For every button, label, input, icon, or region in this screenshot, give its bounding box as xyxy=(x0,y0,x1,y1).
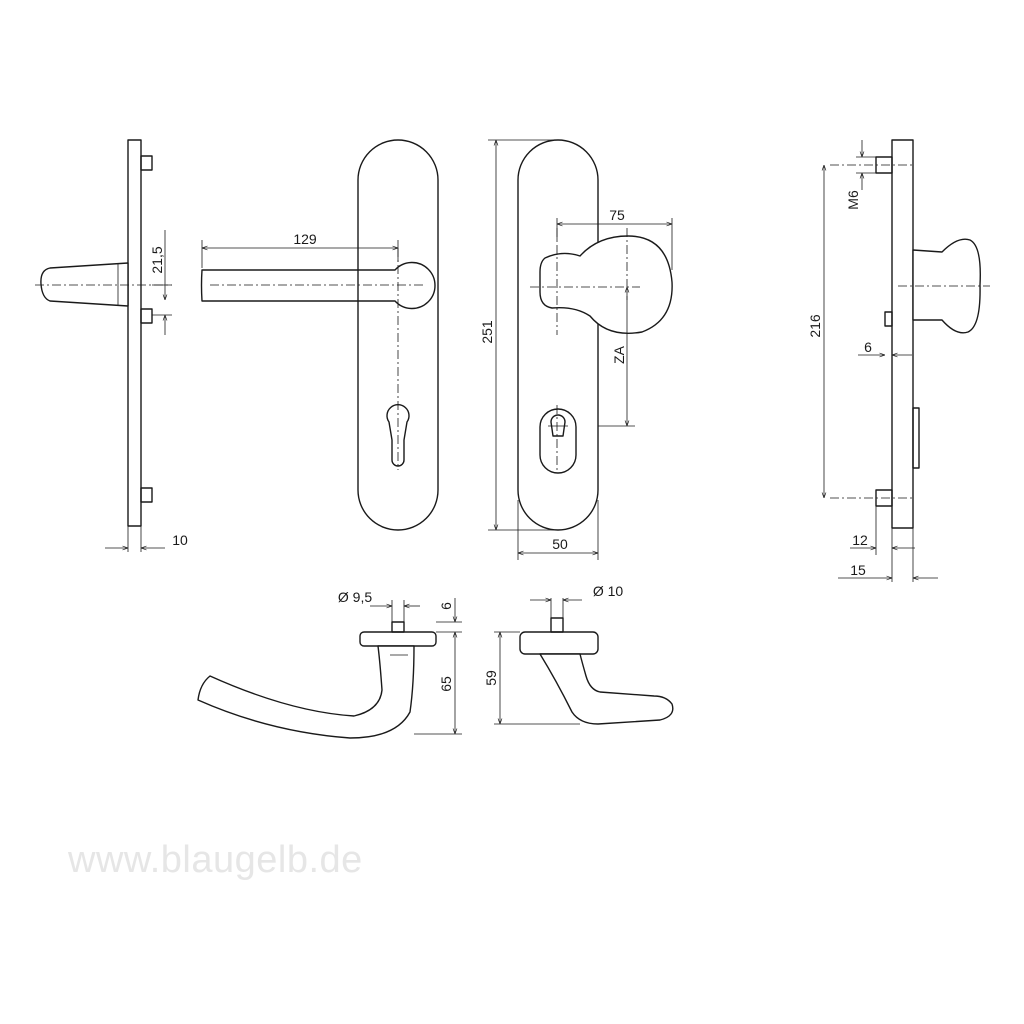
dim-plate-height: 251 xyxy=(479,320,495,344)
spindle-right xyxy=(550,617,564,633)
side-view-right: M6 216 6 12 15 xyxy=(807,139,990,582)
watermark: www.blaugelb.de xyxy=(67,839,363,881)
top-view-lever-right: Ø 10 59 xyxy=(483,583,674,725)
rosette-left xyxy=(359,631,437,647)
dim-rosette-gap: 6 xyxy=(438,602,454,610)
dim-rosette-bore-right: Ø 10 xyxy=(593,583,624,599)
dim-lever-height-left: 65 xyxy=(438,676,454,692)
keyhole-lever xyxy=(386,403,410,467)
pin-middle-right xyxy=(884,311,893,327)
dim-lever-height-right: 59 xyxy=(483,670,499,686)
pin-top-left xyxy=(140,155,153,171)
cylinder-guard-side xyxy=(912,407,920,469)
dim-plate-thickness-left: 10 xyxy=(172,532,188,548)
dim-handle-length: 129 xyxy=(293,231,317,247)
plate-side-right xyxy=(891,139,914,529)
plate-front-knob xyxy=(517,139,599,531)
curved-lever-left xyxy=(197,645,415,739)
dim-knob-width: 75 xyxy=(609,207,625,223)
dim-depth-inner: 12 xyxy=(852,532,868,548)
knob-side-right xyxy=(912,238,981,334)
front-view-lever: 129 xyxy=(200,139,439,531)
pin-bottom-left xyxy=(140,487,153,503)
dim-screw-spacing: 216 xyxy=(807,314,823,338)
knob-front xyxy=(539,235,673,334)
plate-side-left xyxy=(127,139,142,527)
side-view-left: 21,5 10 xyxy=(35,139,188,552)
pin-middle-left xyxy=(140,308,153,324)
dim-za: ZA xyxy=(611,345,627,364)
dim-thread: M6 xyxy=(845,190,861,210)
lever-front xyxy=(200,261,436,310)
cylinder-guard-outer xyxy=(539,408,577,474)
dim-pin-offset: 21,5 xyxy=(149,246,165,273)
keyhole-knob xyxy=(550,414,566,437)
lever-side-left xyxy=(40,262,129,307)
spindle-left xyxy=(391,621,405,633)
rosette-right xyxy=(519,631,599,655)
dim-plate-width: 50 xyxy=(552,536,568,552)
top-view-lever-left: Ø 9,5 6 65 xyxy=(197,589,462,739)
dim-rosette-bore-left: Ø 9,5 xyxy=(338,589,372,605)
front-view-knob: ZA 75 251 50 xyxy=(479,139,673,560)
dim-depth-outer: 15 xyxy=(850,562,866,578)
dim-pin-length: 6 xyxy=(864,339,872,355)
lever-right xyxy=(539,653,674,725)
